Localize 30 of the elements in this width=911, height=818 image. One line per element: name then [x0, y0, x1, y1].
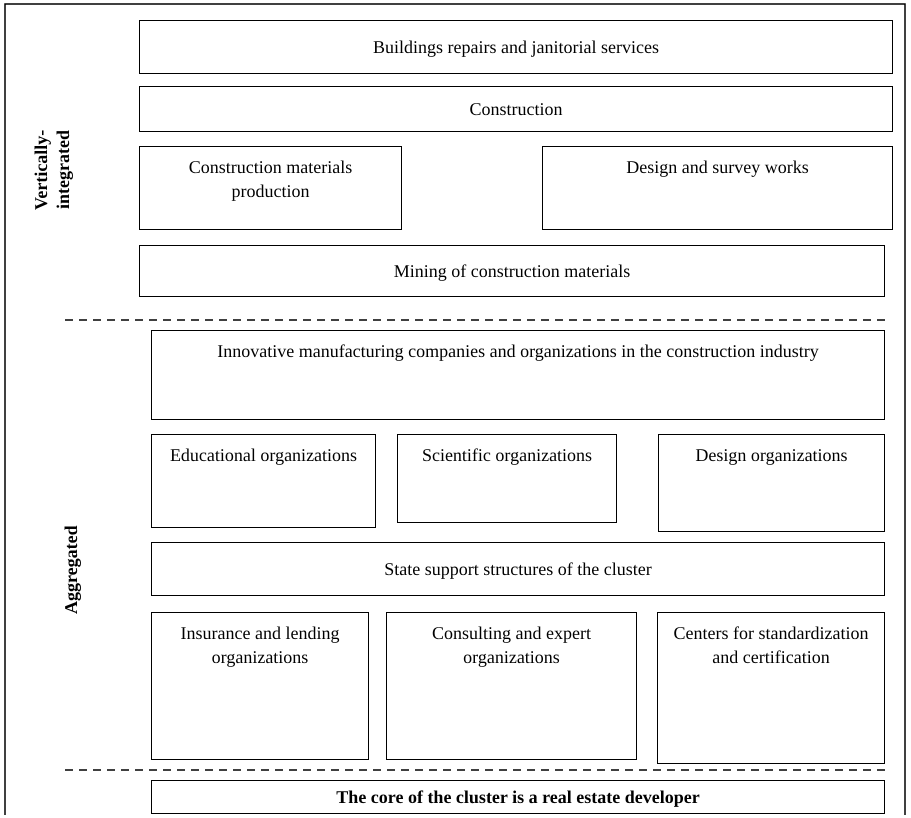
box-text: Centers for standardization and certification	[672, 622, 870, 669]
category-box	[151, 542, 885, 596]
category-box	[139, 245, 885, 297]
box-text: Consulting and expert organizations	[431, 622, 592, 669]
box-text: State support structures of the cluster	[384, 558, 652, 581]
box-text: Innovative manufacturing companies and organizations in the construction industry	[217, 340, 819, 363]
category-box	[139, 86, 893, 132]
category-box	[542, 146, 893, 230]
box-text: Scientific organizations	[422, 444, 592, 467]
box-text: Construction	[470, 98, 562, 121]
box-text: Design organizations	[695, 444, 848, 467]
category-box	[657, 612, 885, 764]
category-box	[151, 434, 376, 528]
category-box	[151, 612, 369, 760]
category-box	[397, 434, 617, 523]
box-text: Insurance and lending organizations	[180, 622, 340, 669]
section-label: Vertically-integrated	[30, 128, 74, 212]
category-box	[386, 612, 637, 760]
section-label: Aggregated	[60, 524, 82, 616]
category-box	[151, 780, 885, 814]
category-box	[151, 330, 885, 420]
box-text: Construction materials production	[188, 156, 354, 203]
box-text: Design and survey works	[626, 156, 809, 179]
box-text: Mining of construction materials	[394, 260, 630, 283]
category-box	[139, 146, 402, 230]
box-text: The core of the cluster is a real estate developer	[336, 786, 700, 809]
box-text: Buildings repairs and janitorial services	[373, 36, 659, 59]
box-text: Educational organizations	[170, 444, 358, 467]
category-box	[139, 20, 893, 74]
category-box	[658, 434, 885, 532]
